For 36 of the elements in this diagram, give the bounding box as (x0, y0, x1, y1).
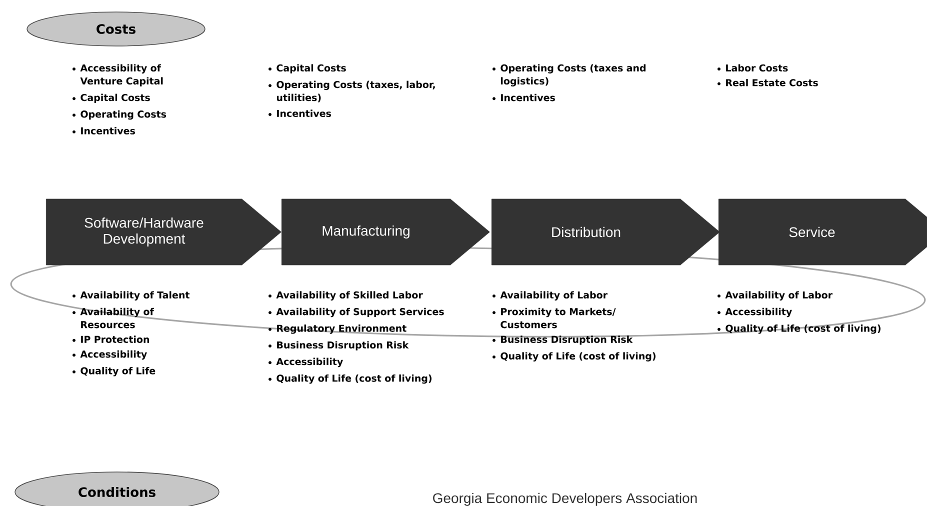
bullet-item: Availability of Skilled Labor (268, 291, 423, 300)
bullet-item: Proximity to Markets/ Customers (492, 308, 616, 328)
oval-badge: Conditions (14, 472, 220, 506)
source-note: Georgia Economic Developers Association (433, 492, 697, 506)
bullet-item: Availability of Labor (492, 291, 608, 300)
bullet-item: Quality of Life (72, 367, 156, 376)
bullet-item: Operating Costs (72, 110, 166, 120)
bullet-item: Accessibility (268, 358, 343, 368)
bullet-item: Availability of Support Services (268, 308, 444, 318)
chevron-box: Service (718, 198, 927, 266)
chevron-box: Software/Hardware Development (46, 198, 282, 266)
chevron-box: Distribution (491, 198, 720, 266)
bullet-item: Operating Costs (taxes and logistics) (492, 64, 646, 86)
bullet-item: Capital Costs (72, 94, 150, 103)
bullet-item: Accessibility of Venture Capital (72, 64, 163, 86)
bullet-item: Availability of Talent (72, 291, 190, 300)
bullet-item: Capital Costs (268, 64, 346, 74)
bullet-item: Availability of Labor (718, 291, 832, 300)
oval-badge: Costs (26, 12, 206, 46)
bullet-item: Accessibility (72, 350, 147, 360)
chevron-box: Manufacturing (281, 198, 490, 266)
bullet-item: Quality of Life (cost of living) (268, 374, 432, 384)
bullet-item: Incentives (72, 127, 135, 134)
bullet-item: Availability of Resources (72, 308, 154, 328)
bullet-item: Real Estate Costs (718, 78, 818, 86)
bullet-item: Incentives (492, 94, 555, 102)
bullet-item: Business Disruption Risk (268, 341, 409, 350)
bullet-item: Quality of Life (cost of living) (718, 324, 880, 334)
bullet-item: Incentives (268, 110, 331, 118)
bullet-item: Labor Costs (718, 64, 788, 72)
bullet-item: Quality of Life (cost of living) (492, 352, 656, 362)
bullet-item: Operating Costs (taxes, labor, utilities) (268, 80, 435, 102)
bullet-item: Regulatory Environment (268, 324, 406, 334)
bullet-item: Accessibility (718, 308, 792, 318)
bullet-item: IP Protection (72, 336, 149, 343)
bullet-item: Business Disruption Risk (492, 336, 633, 345)
